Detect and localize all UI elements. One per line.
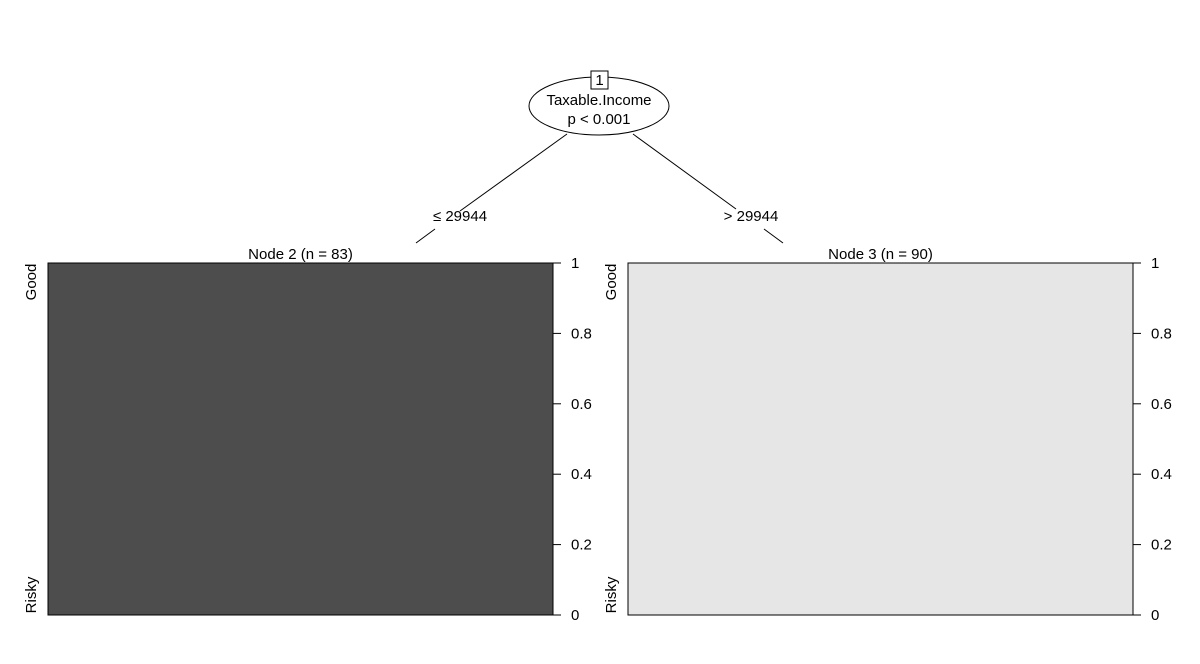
edge-left-label: ≤ 29944	[433, 208, 487, 225]
y-tick-label: 0.8	[571, 325, 592, 342]
root-node: 1 Taxable.Income p < 0.001	[528, 70, 670, 136]
bar-segment-good	[628, 263, 1133, 615]
category-label-good: Good	[603, 264, 620, 301]
y-tick-label: 0.8	[1151, 325, 1172, 342]
y-tick-label: 0.2	[1151, 537, 1172, 554]
y-tick-label: 0.2	[571, 537, 592, 554]
edge-left-lower	[415, 228, 436, 244]
y-tick-label: 0	[1151, 607, 1159, 624]
edge-left-upper	[459, 133, 568, 212]
category-label-good: Good	[23, 264, 40, 301]
root-node-variable: Taxable.Income	[546, 92, 651, 109]
root-node-id-box	[590, 70, 609, 90]
bar-segment-risky	[48, 263, 553, 615]
node-title: Node 2 (n = 83)	[248, 246, 353, 263]
root-node-pvalue: p < 0.001	[568, 111, 631, 128]
edge-right-upper	[632, 133, 737, 210]
y-tick-label: 1	[1151, 255, 1159, 272]
y-tick-label: 0.4	[571, 466, 592, 483]
category-label-risky: Risky	[23, 576, 40, 613]
y-tick-label: 0.4	[1151, 466, 1172, 483]
y-tick-label: 1	[571, 255, 579, 272]
node-title: Node 3 (n = 90)	[828, 246, 933, 263]
y-tick-label: 0.6	[1151, 396, 1172, 413]
category-label-risky: Risky	[603, 576, 620, 613]
y-tick-label: 0.6	[571, 396, 592, 413]
edge-right-label: > 29944	[724, 208, 779, 225]
edge-right-lower	[763, 228, 784, 244]
root-node-id: 1	[595, 72, 603, 89]
y-tick-label: 0	[571, 607, 579, 624]
